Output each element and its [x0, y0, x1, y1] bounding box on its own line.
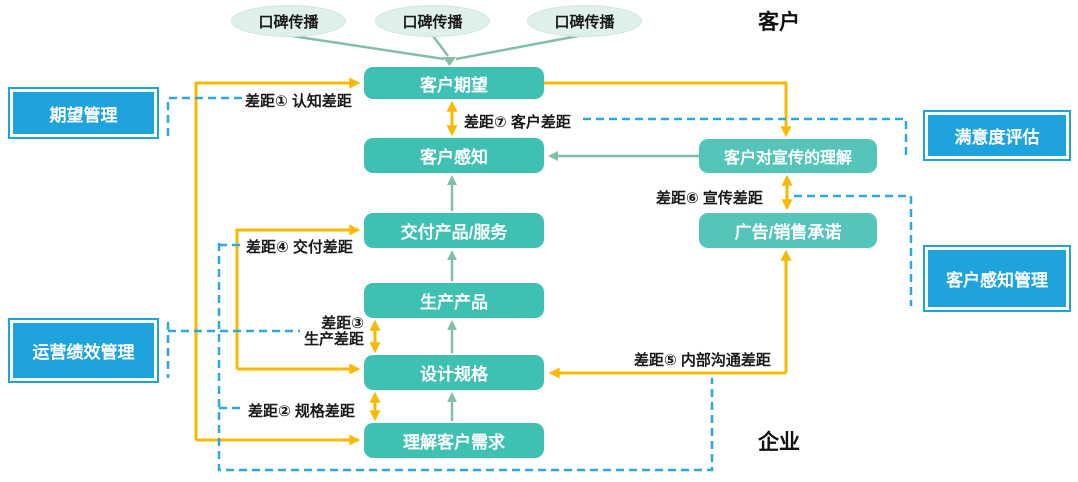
gap7-label: 差距⑦ 客户差距 — [464, 114, 571, 131]
word-of-mouth-ellipse: 口碑传播 — [231, 5, 346, 37]
node-deliver-product-service: 交付产品/服务 — [364, 213, 544, 248]
word-of-mouth-line-middle — [432, 35, 449, 57]
enterprise-region-label: 企业 — [758, 431, 800, 454]
node-customer-perception: 客户感知 — [364, 138, 544, 173]
node-customer-understanding-of-promotion: 客户对宣传的理解 — [699, 139, 877, 173]
box-customer-perception-management: 客户感知管理 — [923, 245, 1071, 312]
node-customer-expectation: 客户期望 — [364, 67, 544, 99]
box-expectation-management: 期望管理 — [8, 87, 159, 139]
gap4-label: 差距④ 交付差距 — [246, 239, 353, 256]
gap5-label: 差距⑤ 内部沟通差距 — [634, 352, 771, 369]
box-operation-performance-management: 运营绩效管理 — [8, 318, 159, 383]
gap3-label: 差距③ 生产差距 — [303, 315, 364, 348]
gap2-label: 差距② 规格差距 — [248, 403, 355, 420]
node-design-spec: 设计规格 — [364, 355, 544, 390]
word-of-mouth-line-right — [455, 34, 579, 61]
node-understand-customer-needs: 理解客户需求 — [364, 423, 544, 458]
node-ad-sales-promise: 广告/销售承诺 — [699, 213, 877, 248]
word-of-mouth-ellipse: 口碑传播 — [527, 5, 642, 37]
word-of-mouth-arrowhead — [443, 57, 456, 66]
word-of-mouth-ellipse: 口碑传播 — [375, 5, 490, 37]
gap6-label: 差距⑥ 宣传差距 — [656, 190, 763, 207]
word-of-mouth-line-left — [291, 34, 445, 61]
customer-region-label: 客户 — [758, 11, 800, 34]
gap1-label: 差距① 认知差距 — [245, 93, 352, 110]
expectation-to-promotion-line — [544, 81, 792, 138]
node-produce-product: 生产产品 — [364, 283, 544, 318]
box-satisfaction-evaluation: 满意度评估 — [923, 110, 1071, 161]
expectation-mgmt-to-gap1-dash — [166, 96, 242, 137]
gap1-bracket-top — [194, 77, 361, 440]
